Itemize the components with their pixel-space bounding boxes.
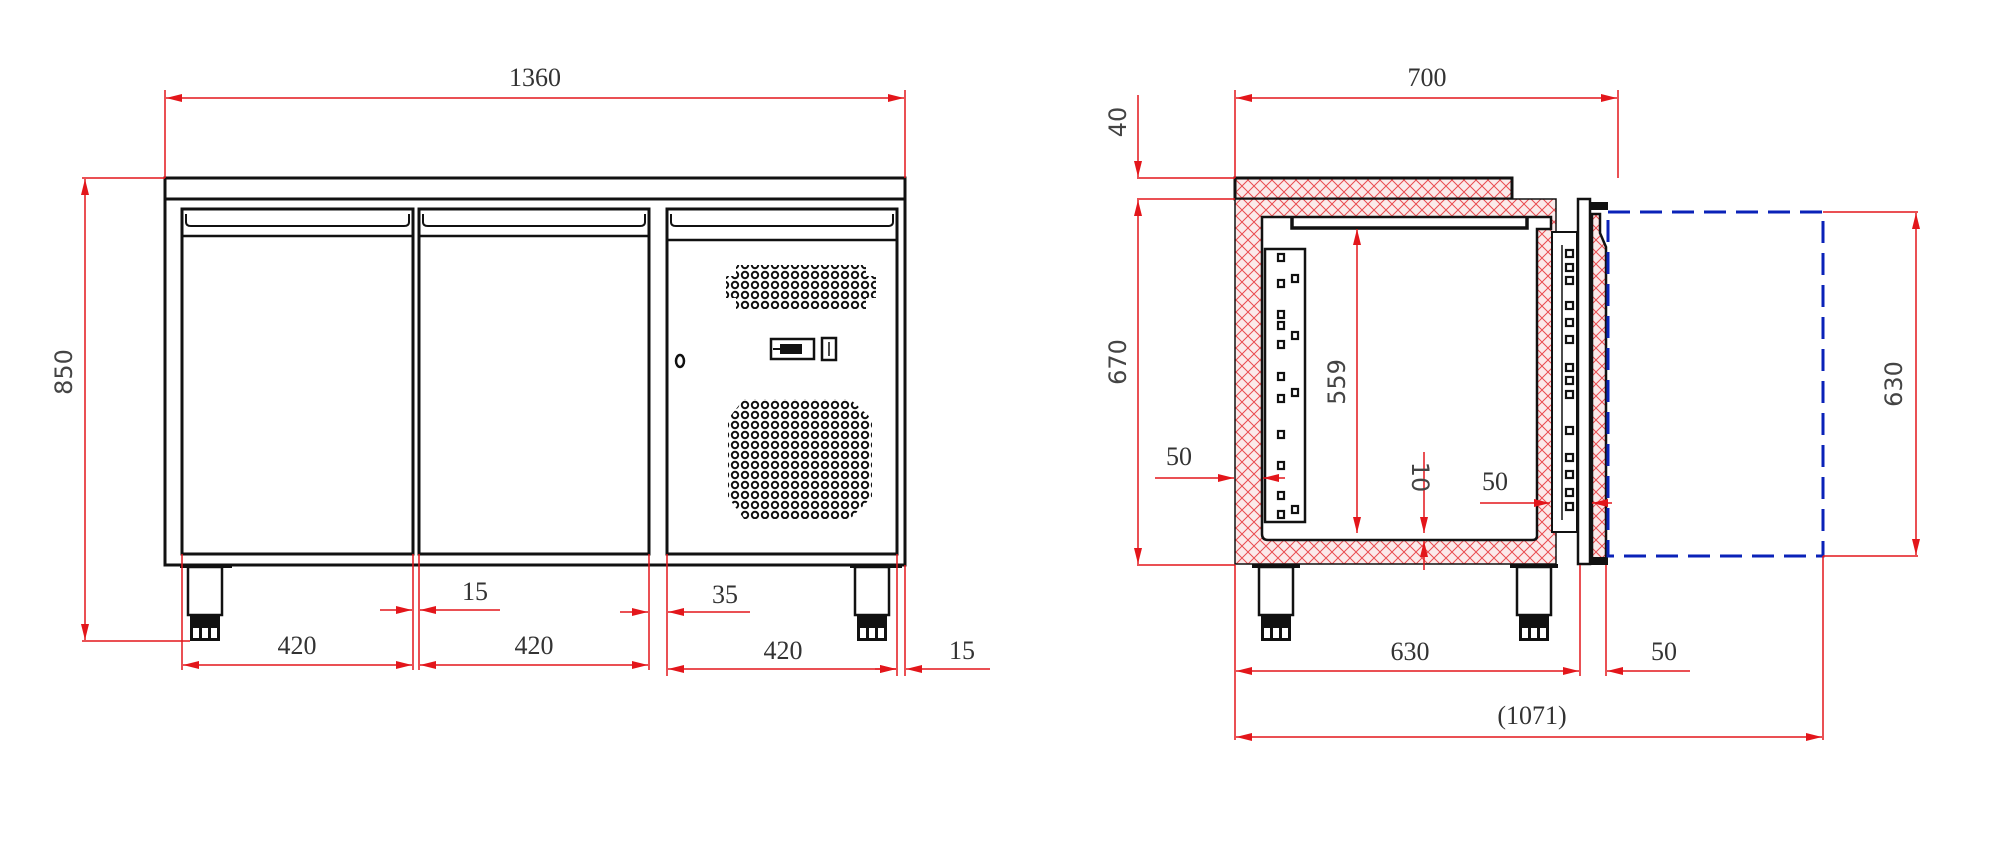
door-2-handle-icon (422, 214, 646, 227)
leg-left (180, 564, 232, 641)
cabinet-body (163, 197, 907, 567)
side-worktop (1233, 176, 1514, 201)
overall-width-label: 1360 (509, 63, 561, 92)
dimension-body-height: 670 (1104, 200, 1235, 566)
dimension-wall-thickness: 50 (1155, 442, 1285, 482)
leg-right (850, 564, 902, 641)
compressor-width-label: 420 (764, 636, 803, 665)
dimension-door-swing-height: 630 (1823, 211, 1920, 557)
evaporator-cover (1290, 217, 1529, 230)
dimension-bottom-thickness: 10 (1406, 452, 1434, 570)
side-leg-back (1510, 564, 1558, 641)
wall-thickness-label: 50 (1166, 442, 1192, 471)
dimension-door-wall-thickness: 50 (1480, 467, 1612, 507)
door-1-handle-icon (185, 214, 410, 227)
side-offset-label: 15 (949, 636, 975, 665)
lock-keyhole-icon[interactable] (674, 353, 686, 369)
door-wall-thickness-label: 50 (1482, 467, 1508, 496)
door-swing-height-label: 630 (1880, 361, 1908, 407)
side-section-view: 700 40 670 559 10 50 (1104, 63, 1920, 741)
door-swing-outline (1606, 210, 1825, 558)
door-thickness-label: 50 (1651, 637, 1677, 666)
door-bottom-hinge-icon (1590, 557, 1608, 565)
dimension-door-widths: 420 420 420 (181, 554, 906, 676)
dimension-interior-height: 559 (1323, 229, 1361, 533)
dimension-compressor-gap: 35 (620, 580, 750, 616)
overall-height-label: 850 (50, 349, 78, 395)
fan-grille-icon (728, 399, 872, 519)
power-switch-icon[interactable] (820, 336, 838, 362)
dimension-total-depth-open: (1071) (1236, 556, 1824, 741)
shelf-support-right (1551, 231, 1578, 533)
compressor-panel (665, 207, 899, 556)
door-2[interactable] (417, 207, 651, 556)
body-depth-label: 630 (1391, 637, 1430, 666)
thermostat-display-icon[interactable] (769, 337, 816, 361)
dimension-door-gap: 15 (380, 577, 500, 614)
door-1[interactable] (180, 207, 415, 556)
door-2-width-label: 420 (515, 631, 554, 660)
total-depth-open-label: (1071) (1497, 701, 1566, 730)
vent-grille-icon (726, 265, 876, 309)
inner-cavity (1260, 215, 1553, 542)
door-gap-label: 15 (462, 577, 488, 606)
dimension-door-thickness: 50 (1607, 637, 1690, 675)
top-thickness-label: 40 (1104, 107, 1132, 138)
shelf-support-left (1263, 247, 1307, 524)
side-leg-front (1252, 564, 1300, 641)
dimension-overall-height: 850 (50, 177, 190, 642)
dimension-overall-width: 1360 (164, 63, 906, 178)
dimension-side-offset: 15 (875, 636, 990, 673)
interior-height-label: 559 (1323, 359, 1351, 405)
door-top-hinge-icon (1590, 202, 1608, 210)
worktop (163, 176, 907, 201)
side-door[interactable] (1576, 197, 1608, 566)
dimension-depth: 700 (1234, 63, 1619, 178)
bottom-thickness-label: 10 (1406, 462, 1434, 493)
dimension-top-thickness: 40 (1104, 95, 1235, 200)
door-1-width-label: 420 (278, 631, 317, 660)
body-height-label: 670 (1104, 339, 1132, 385)
depth-label: 700 (1408, 63, 1447, 92)
dimension-body-depth: 630 (1234, 565, 1607, 740)
front-view: 1360 850 420 420 420 (50, 63, 990, 676)
compressor-gap-label: 35 (712, 580, 738, 609)
